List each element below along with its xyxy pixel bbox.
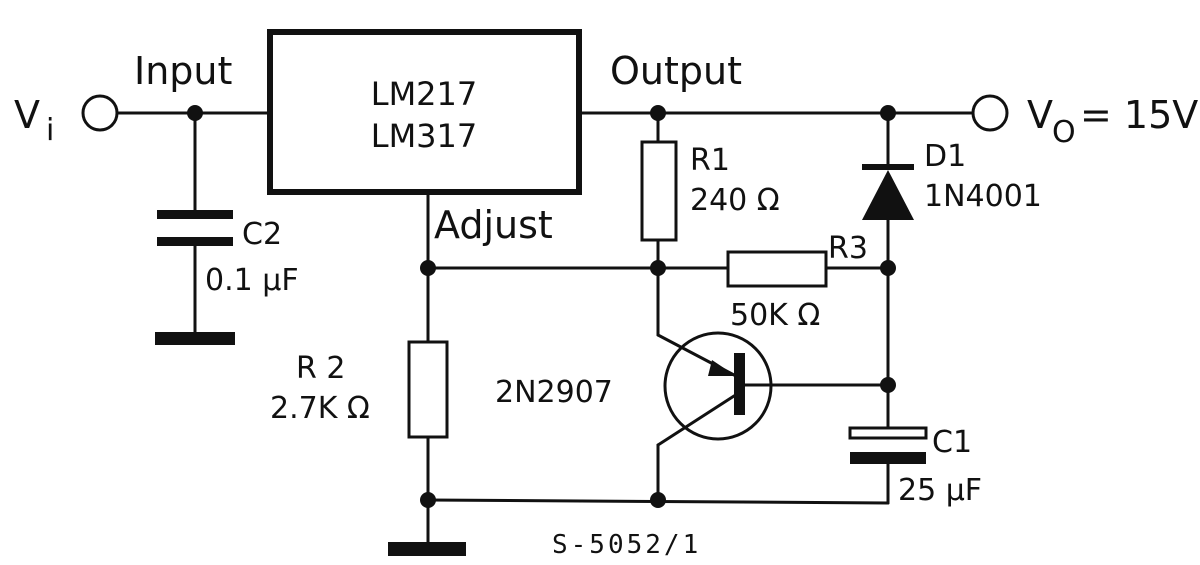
ground-c2 [155,332,235,345]
vout-value: = 15V [1080,93,1198,137]
junction-dots [187,105,896,508]
capacitor-c2: C2 0.1 µF [157,210,299,298]
adjust-pin-label: Adjust [434,203,553,247]
resistor-r1: R1 240 Ω [640,140,780,242]
d1-value: 1N4001 [924,179,1042,214]
r3-name: R3 [828,231,868,266]
r1-value: 240 Ω [690,183,780,218]
resistor-r3: R3 50K Ω [726,231,868,333]
output-terminal: V O = 15V [971,93,1198,150]
input-terminal: V i [14,93,119,148]
vout-subscript: O [1052,115,1076,150]
c2-value: 0.1 µF [205,263,299,298]
regulator-ic: LM217 LM317 [267,29,582,195]
resistor-r2: R 2 2.7K Ω [270,340,449,439]
r1-name: R1 [690,143,730,178]
c1-value: 25 µF [898,473,982,508]
capacitor-c1: C1 25 µF [848,425,982,508]
diode-d1: D1 1N4001 [862,139,1042,220]
regulator-label-line2: LM317 [371,117,478,155]
r2-value: 2.7K Ω [270,391,370,426]
vout-label: V [1027,93,1053,137]
r2-name: R 2 [296,351,345,386]
input-pin-label: Input [134,49,232,93]
figure-code: S-5052/1 [552,530,701,560]
output-pin-label: Output [610,49,742,93]
vin-subscript: i [46,113,54,148]
ground-main [388,542,466,556]
c2-name: C2 [242,217,282,252]
c1-name: C1 [932,425,972,460]
d1-name: D1 [924,139,966,174]
vin-label: V [14,93,40,137]
r3-value: 50K Ω [730,298,820,333]
q1-name: 2N2907 [495,375,613,410]
transistor-q1: 2N2907 [495,331,778,447]
regulator-label-line1: LM217 [371,75,478,113]
emitter-arrow-icon [708,360,736,376]
